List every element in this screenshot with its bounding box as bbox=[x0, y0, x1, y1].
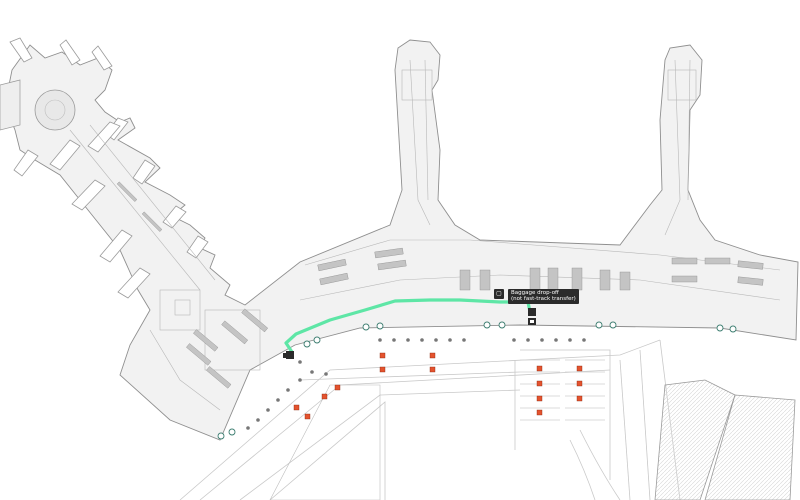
parking-area bbox=[520, 359, 605, 421]
destination-subtitle: (not fast-track transfer) bbox=[511, 296, 576, 302]
parking-garage bbox=[269, 379, 796, 500]
you-are-here-marker[interactable] bbox=[283, 351, 294, 359]
jet-bridges-pier-d bbox=[9, 37, 209, 299]
curbside-bollards bbox=[246, 338, 586, 430]
taxi-bus-markers bbox=[293, 352, 583, 420]
check-in-counters bbox=[116, 181, 764, 389]
baggage-icon: ▢ bbox=[494, 289, 504, 299]
baggage-dropoff-marker[interactable] bbox=[528, 308, 536, 325]
destination-title: Baggage drop-off bbox=[511, 290, 559, 296]
entrance-doors bbox=[217, 321, 737, 440]
destination-callout[interactable]: Baggage drop-off (not fast-track transfe… bbox=[508, 289, 579, 304]
interior-details bbox=[69, 59, 781, 411]
